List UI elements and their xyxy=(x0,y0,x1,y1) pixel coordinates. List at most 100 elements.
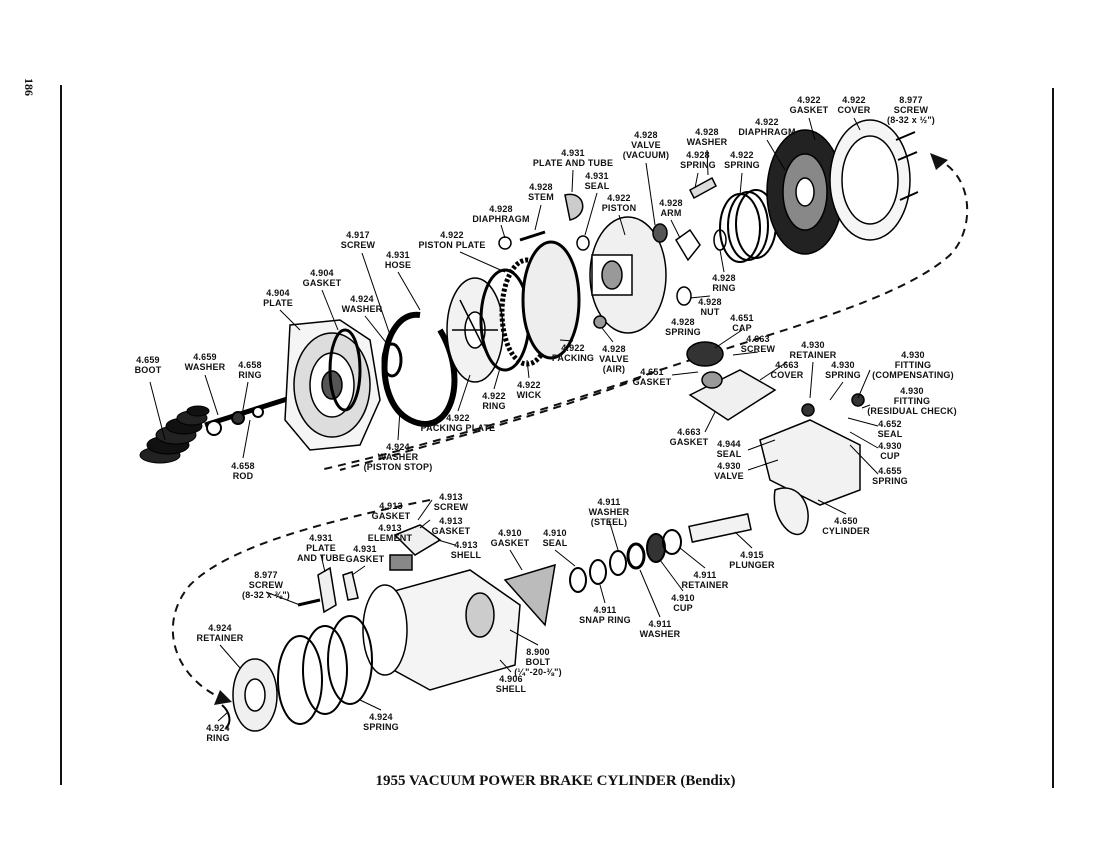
part-name: PACKING xyxy=(551,353,595,363)
hose-part xyxy=(381,311,458,427)
part-number: 4.906 xyxy=(499,674,523,684)
cover-screws xyxy=(895,131,919,201)
arrowhead-bottom xyxy=(214,690,232,705)
flow-dashed-arrow-top xyxy=(319,157,969,471)
part-number: 4.913 xyxy=(379,501,403,511)
part-name: VALVE xyxy=(714,471,744,481)
part-name: RING xyxy=(238,370,262,380)
part-name: WICK xyxy=(516,390,542,400)
cap-cover-assembly xyxy=(686,341,777,421)
part-name: WASHER (STEEL) xyxy=(588,507,630,527)
part-number: 4.922 xyxy=(517,380,541,390)
part-number: 4.911 xyxy=(648,619,672,629)
part-number: 4.922 xyxy=(440,230,464,240)
part-name: CYLINDER xyxy=(822,526,870,536)
part-number: 4.913 xyxy=(439,516,463,526)
part-name: PLATE xyxy=(263,298,293,308)
part-number: 4.930 xyxy=(801,340,825,350)
part-name: SPRING xyxy=(665,327,701,337)
element-shell-part xyxy=(297,524,442,614)
part-name: WASHER xyxy=(184,362,226,372)
part-number: 8.900 xyxy=(526,647,550,657)
boot-part xyxy=(139,405,210,464)
part-name: DIAPHRAGM xyxy=(738,127,796,137)
part-number: 4.924 xyxy=(350,294,374,304)
part-number: 4.928 xyxy=(634,130,658,140)
part-name: SCREW xyxy=(433,502,469,512)
part-number: 4.924 xyxy=(208,623,232,633)
part-number: 4.658 xyxy=(231,461,255,471)
part-number: 8.977 xyxy=(254,570,278,580)
part-name: RING xyxy=(206,733,230,743)
spring-part-bottom xyxy=(277,615,373,725)
part-number: 4.910 xyxy=(543,528,567,538)
part-number: 4.924 xyxy=(206,723,230,733)
part-number: 4.928 xyxy=(698,297,722,307)
part-number: 4.913 xyxy=(439,492,463,502)
part-name: SPRING xyxy=(724,160,760,170)
part-number: 4.910 xyxy=(671,593,695,603)
part-number: 4.922 xyxy=(797,95,821,105)
part-name: FITTING (COMPENSATING) xyxy=(872,360,954,380)
part-number: 4.928 xyxy=(686,150,710,160)
leader-lines xyxy=(149,117,879,722)
part-name: FITTING (RESIDUAL CHECK) xyxy=(867,396,957,416)
part-name: RING xyxy=(712,283,736,293)
part-number: 4.930 xyxy=(901,350,925,360)
part-number: 4.663 xyxy=(775,360,799,370)
part-name: CUP xyxy=(880,451,900,461)
part-name: SEAL xyxy=(716,449,742,459)
part-number: 4.924 xyxy=(369,712,393,722)
part-name: STEM xyxy=(528,192,554,202)
part-number: 4.658 xyxy=(238,360,262,370)
part-number: 4.652 xyxy=(878,419,902,429)
retainer-part xyxy=(221,658,278,732)
part-number: 4.922 xyxy=(561,343,585,353)
part-name: WASHER xyxy=(686,137,728,147)
part-number: 4.922 xyxy=(446,413,470,423)
part-number: 4.931 xyxy=(585,171,609,181)
arrowhead-top xyxy=(930,153,948,170)
flow-dashed-arrow-middle xyxy=(339,377,641,471)
part-name: ROD xyxy=(232,471,254,481)
part-number: 4.910 xyxy=(498,528,522,538)
part-number: 4.917 xyxy=(346,230,370,240)
part-name: VALVE (VACUUM) xyxy=(622,140,670,160)
part-number: 4.931 xyxy=(386,250,410,260)
seals-row xyxy=(569,529,682,593)
part-name: PLATE AND TUBE xyxy=(296,543,346,563)
part-number: 4.930 xyxy=(831,360,855,370)
part-number: 4.663 xyxy=(746,334,770,344)
